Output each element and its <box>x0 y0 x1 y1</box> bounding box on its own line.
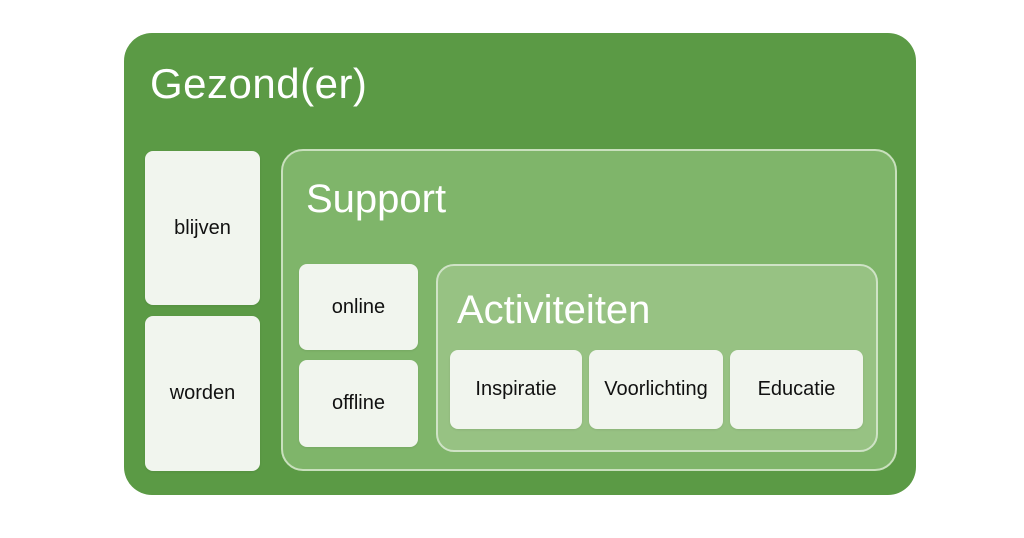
gezonder-title: Gezond(er) <box>150 60 368 107</box>
card-voorlichting: Voorlichting <box>589 350 723 429</box>
activiteiten-title: Activiteiten <box>457 288 651 332</box>
card-offline: offline <box>299 360 418 447</box>
card-educatie: Educatie <box>730 350 863 429</box>
card-blijven: blijven <box>145 151 260 305</box>
card-online: online <box>299 264 418 350</box>
card-inspiratie: Inspiratie <box>450 350 582 429</box>
card-worden: worden <box>145 316 260 471</box>
support-title: Support <box>306 177 447 221</box>
